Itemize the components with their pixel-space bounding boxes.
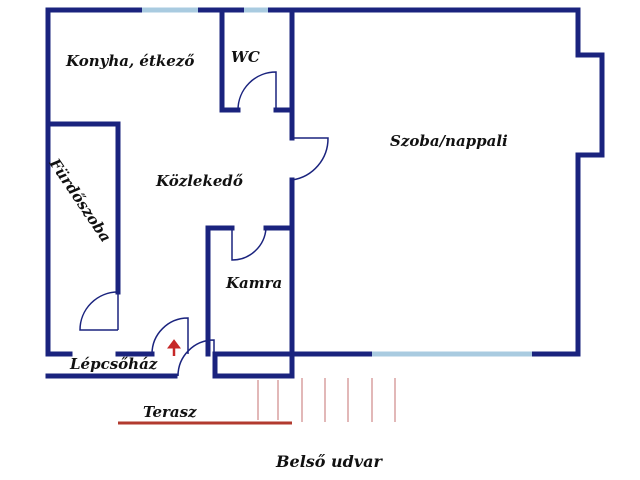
- bathroom-door: [79, 291, 119, 331]
- kitchen-label: Konyha, étkező: [65, 52, 194, 70]
- entry-arrow-icon: [167, 339, 181, 356]
- courtyard-label: Belső udvar: [275, 452, 384, 471]
- pantry-door: [231, 227, 267, 261]
- stairwell-door: [177, 339, 215, 377]
- terrace-hatching: [257, 378, 396, 422]
- doors: [79, 71, 329, 377]
- living-label: Szoba/nappali: [390, 132, 508, 150]
- terrace-label: Terasz: [143, 403, 197, 421]
- bathroom-label: Fürdőszoba: [45, 154, 115, 245]
- living-door: [291, 137, 329, 181]
- wc-door: [237, 71, 277, 111]
- entrance-door: [151, 317, 189, 355]
- windows: [142, 7, 532, 357]
- stairwell-label: Lépcsőház: [69, 355, 158, 373]
- wc-label: WC: [231, 48, 260, 66]
- hallway-label: Közlekedő: [155, 172, 243, 190]
- pantry-label: Kamra: [225, 274, 282, 292]
